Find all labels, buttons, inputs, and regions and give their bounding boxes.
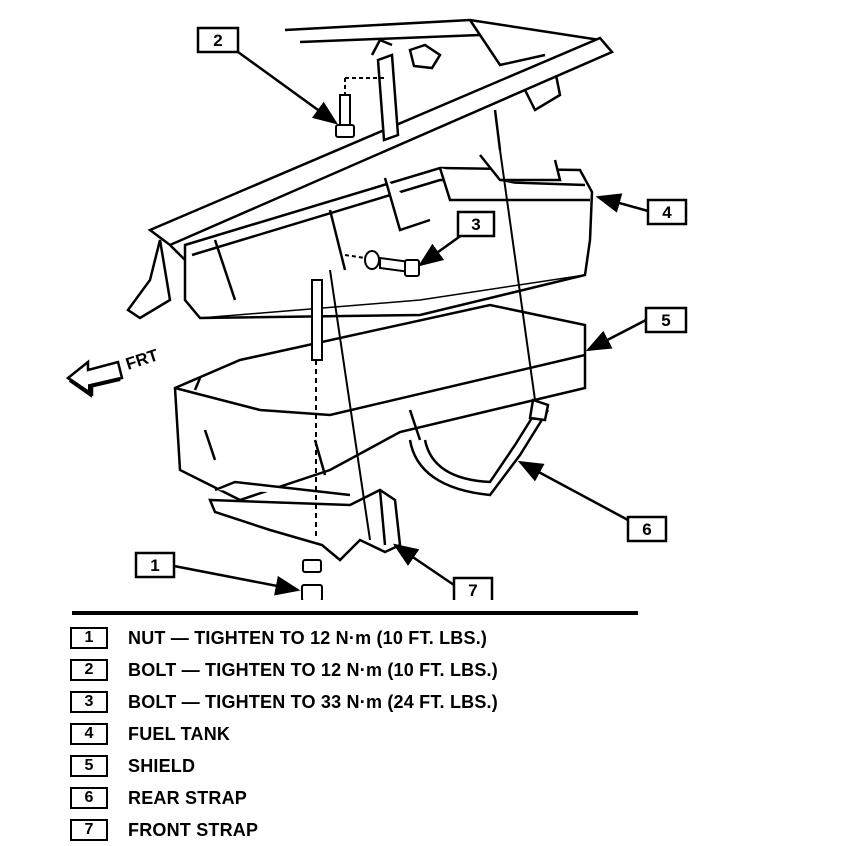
shield xyxy=(173,303,587,502)
legend-number-box: 6 xyxy=(70,787,108,809)
legend-divider xyxy=(72,611,638,615)
legend-item-5: 5 SHIELD xyxy=(70,750,498,782)
parts-legend: 1 NUT — TIGHTEN TO 12 N·m (10 FT. LBS.) … xyxy=(70,622,498,846)
callout-5: 5 xyxy=(644,306,688,334)
callout-3: 3 xyxy=(456,210,496,238)
legend-number-box: 2 xyxy=(70,659,108,681)
svg-text:5: 5 xyxy=(661,311,670,330)
hanger-stud xyxy=(311,279,323,540)
fuel-tank xyxy=(183,154,594,320)
bolt-2-icon xyxy=(335,77,385,138)
legend-item-2: 2 BOLT — TIGHTEN TO 12 N·m (10 FT. LBS.) xyxy=(70,654,498,686)
leader-lines xyxy=(173,50,649,596)
front-direction-arrow-icon: FRT xyxy=(65,345,161,398)
legend-item-4: 4 FUEL TANK xyxy=(70,718,498,750)
svg-text:1: 1 xyxy=(150,556,159,575)
svg-text:6: 6 xyxy=(642,520,651,539)
upper-bracket xyxy=(370,38,442,142)
frt-label: FRT xyxy=(123,345,161,373)
svg-text:3: 3 xyxy=(471,215,480,234)
legend-text: REAR STRAP xyxy=(128,787,248,808)
legend-text: NUT — TIGHTEN TO 12 N·m (10 FT. LBS.) xyxy=(128,627,488,648)
rear-strap xyxy=(408,149,550,497)
legend-number-box: 7 xyxy=(70,819,108,841)
fuel-tank-diagram: FRT 2 3 4 5 6 7 1 xyxy=(65,18,688,600)
front-strap xyxy=(208,269,402,562)
svg-text:4: 4 xyxy=(662,203,672,222)
bolt-3-icon xyxy=(344,250,420,277)
callout-4: 4 xyxy=(646,198,688,226)
legend-text: FRONT STRAP xyxy=(128,819,259,840)
callout-1: 1 xyxy=(134,551,176,579)
legend-item-1: 1 NUT — TIGHTEN TO 12 N·m (10 FT. LBS.) xyxy=(70,622,498,654)
svg-text:2: 2 xyxy=(213,31,222,50)
legend-text: BOLT — TIGHTEN TO 33 N·m (24 FT. LBS.) xyxy=(128,691,498,712)
frame-rail xyxy=(126,36,615,320)
callout-7: 7 xyxy=(452,576,494,600)
legend-item-3: 3 BOLT — TIGHTEN TO 33 N·m (24 FT. LBS.) xyxy=(70,686,498,718)
legend-text: BOLT — TIGHTEN TO 12 N·m (10 FT. LBS.) xyxy=(128,659,498,680)
callout-2: 2 xyxy=(196,26,240,54)
legend-text: SHIELD xyxy=(128,755,196,776)
body-floor-pan xyxy=(284,18,601,151)
legend-text: FUEL TANK xyxy=(128,723,231,744)
svg-text:7: 7 xyxy=(468,581,477,600)
legend-number-box: 4 xyxy=(70,723,108,745)
legend-number-box: 5 xyxy=(70,755,108,777)
legend-item-6: 6 REAR STRAP xyxy=(70,782,498,814)
nut-1-icon xyxy=(301,559,323,600)
legend-number-box: 3 xyxy=(70,691,108,713)
legend-item-7: 7 FRONT STRAP xyxy=(70,814,498,846)
callout-6: 6 xyxy=(626,515,668,543)
legend-number-box: 1 xyxy=(70,627,108,649)
